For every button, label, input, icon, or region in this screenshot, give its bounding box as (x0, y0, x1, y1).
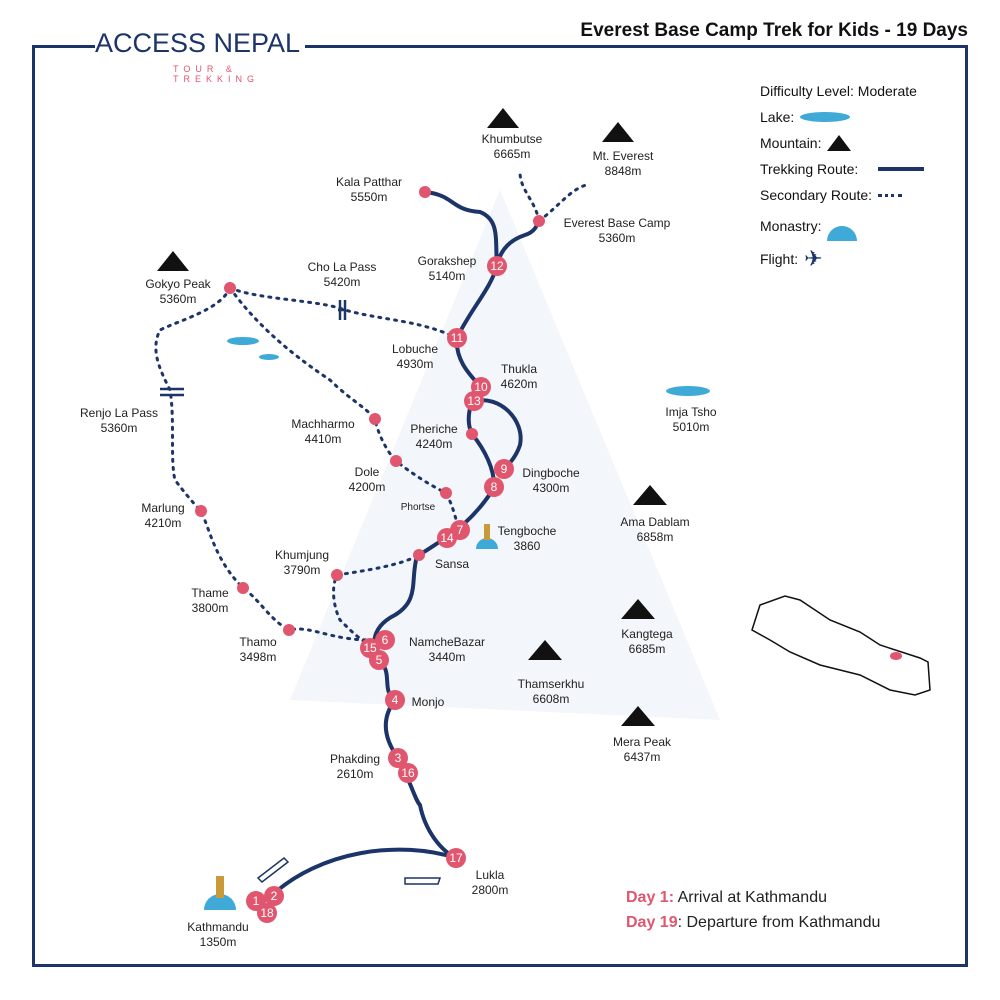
legend-lake: Lake: (760, 104, 924, 130)
svg-text:16: 16 (401, 766, 415, 780)
svg-text:7: 7 (457, 523, 464, 537)
label-phortse: Phortse (400, 502, 436, 513)
logo-sub-text: TOUR & TREKKING (173, 64, 260, 84)
flight-icon (256, 857, 442, 885)
note-day-1: Day 1: Arrival at Kathmandu (626, 889, 827, 906)
legend-trekking-route: Trekking Route: (760, 156, 925, 182)
legend: Difficulty Level: Moderate Lake: Mountai… (760, 78, 925, 274)
svg-text:17: 17 (449, 851, 463, 865)
nepal-outline (751, 595, 931, 696)
svg-text:2: 2 (271, 889, 278, 903)
svg-text:12: 12 (490, 259, 504, 273)
route-stops (195, 186, 545, 923)
svg-text:8: 8 (491, 480, 498, 494)
note-day-19: Day 19: Departure from Kathmandu (626, 914, 881, 931)
label-sansa: Sansa (434, 557, 470, 571)
trekking-route-line (878, 167, 925, 171)
svg-text:1: 1 (253, 894, 260, 908)
svg-text:5: 5 (376, 653, 383, 667)
svg-text:13: 13 (467, 394, 481, 408)
mountain-icon (827, 135, 852, 151)
page-title: Everest Base Camp Trek for Kids - 19 Day… (570, 20, 968, 42)
day-notes: Day 1: Arrival at Kathmandu Day 19: Depa… (626, 885, 880, 935)
lake-icon (800, 112, 851, 122)
svg-text:11: 11 (451, 331, 464, 345)
legend-difficulty: Difficulty Level: Moderate (760, 83, 917, 99)
svg-text:14: 14 (440, 531, 454, 545)
svg-text:3: 3 (395, 751, 402, 765)
mountain-icon (157, 108, 667, 726)
secondary-route-line (878, 193, 903, 197)
monastery-icon (204, 524, 498, 910)
legend-secondary-route: Secondary Route: (760, 182, 924, 208)
svg-text:4: 4 (392, 693, 399, 707)
logo-main-text: ACCESS NEPAL (95, 28, 301, 58)
lake-icon (227, 337, 710, 396)
svg-text:6: 6 (382, 633, 389, 647)
legend-mountain: Mountain: (760, 130, 924, 156)
logo: ACCESS NEPAL TOUR & TREKKING (95, 24, 305, 84)
legend-monastry: Monastry: (760, 208, 924, 244)
map-frame (32, 45, 968, 967)
svg-text:15: 15 (363, 641, 377, 655)
monastery-icon (827, 225, 858, 241)
label-monjo: Monjo (411, 695, 445, 709)
legend-flight: Flight:✈ (760, 246, 823, 271)
svg-text:10: 10 (474, 380, 488, 394)
svg-text:9: 9 (501, 462, 508, 476)
svg-text:18: 18 (260, 906, 274, 920)
flight-icon: ✈ (804, 246, 823, 271)
